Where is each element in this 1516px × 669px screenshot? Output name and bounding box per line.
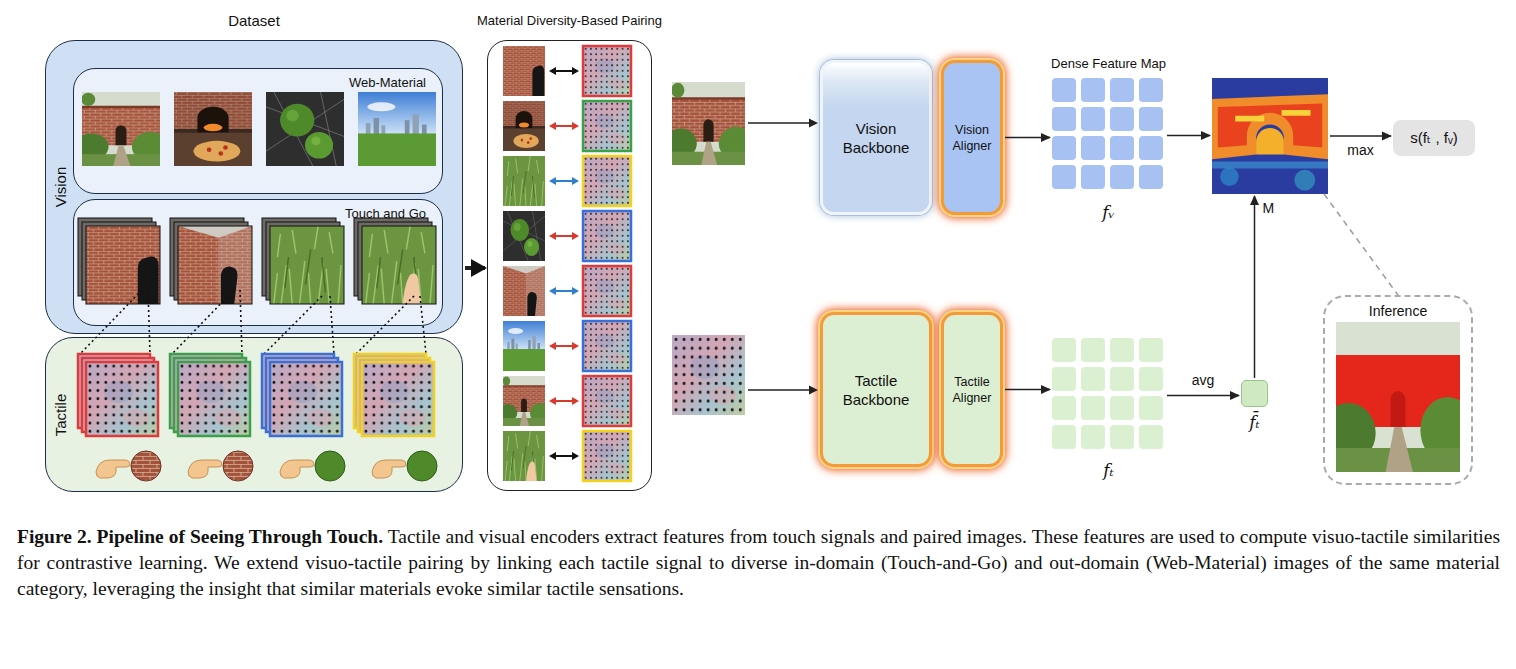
group-title: Dataset — [45, 12, 463, 29]
flow-arrow — [1167, 395, 1239, 397]
map-title: Dense Feature Map — [1022, 56, 1195, 71]
symbol-label: fₜ — [1032, 460, 1185, 480]
module-label: Tactile Backbone — [836, 371, 916, 409]
box-label: Web-Material — [349, 75, 426, 90]
trainable-aligner: Vision Aligner — [941, 60, 1003, 215]
dataset-box: Touch and Go — [73, 199, 443, 326]
box-label: Touch and Go — [345, 206, 426, 221]
box-title: Inference — [1325, 303, 1471, 319]
edge-label: max — [1347, 142, 1373, 158]
vision-panel: Vision Web-MaterialTouch and Go — [45, 40, 463, 334]
module-label: Tactile Aligner — [946, 374, 998, 406]
figure-caption: Figure 2. Pipeline of Seeing Through Tou… — [17, 524, 1500, 602]
flow-arrow — [1254, 196, 1256, 378]
feature-map: fₜ — [1052, 338, 1165, 453]
panel-label: Tactile — [52, 393, 69, 436]
score-box: s(fₜ , fᵥ) — [1393, 120, 1475, 156]
edge-label: avg — [1192, 372, 1215, 388]
module-label: Vision Aligner — [946, 122, 998, 154]
flow-arrow — [1167, 135, 1210, 137]
flow-arrow — [1005, 137, 1050, 139]
tactile-panel: Tactile — [45, 337, 463, 492]
frozen-encoder: Vision Backbone — [820, 60, 932, 215]
symbol-label: fᵥ — [1032, 202, 1185, 222]
dashed-leader — [1324, 194, 1398, 295]
trainable-encoder: Tactile Backbone — [820, 312, 932, 467]
flow-arrow — [1330, 135, 1391, 137]
dataset-group: DatasetVisionWeb-MaterialTouch and GoTac… — [45, 40, 463, 492]
score-label: s(fₜ , fᵥ) — [1410, 129, 1458, 147]
flow-arrow — [465, 266, 485, 270]
pooled-feature: f̄ₜ — [1241, 380, 1268, 407]
similarity-heatmap — [1212, 78, 1328, 194]
dataset-box: Web-Material — [73, 68, 443, 194]
feature-map: Dense Feature Mapfᵥ — [1052, 78, 1165, 193]
inference-box: Inference — [1323, 295, 1473, 485]
edge-label: M — [1263, 200, 1275, 216]
panel-title: Material Diversity-Based Pairing — [458, 13, 681, 28]
symbol-label: f̄ₜ — [1222, 412, 1287, 432]
pairing-panel: Material Diversity-Based Pairing — [487, 40, 652, 491]
trainable-aligner: Tactile Aligner — [941, 312, 1003, 467]
module-label: Vision Backbone — [836, 119, 916, 157]
flow-arrow — [1005, 389, 1050, 391]
panel-label: Vision — [52, 167, 69, 208]
